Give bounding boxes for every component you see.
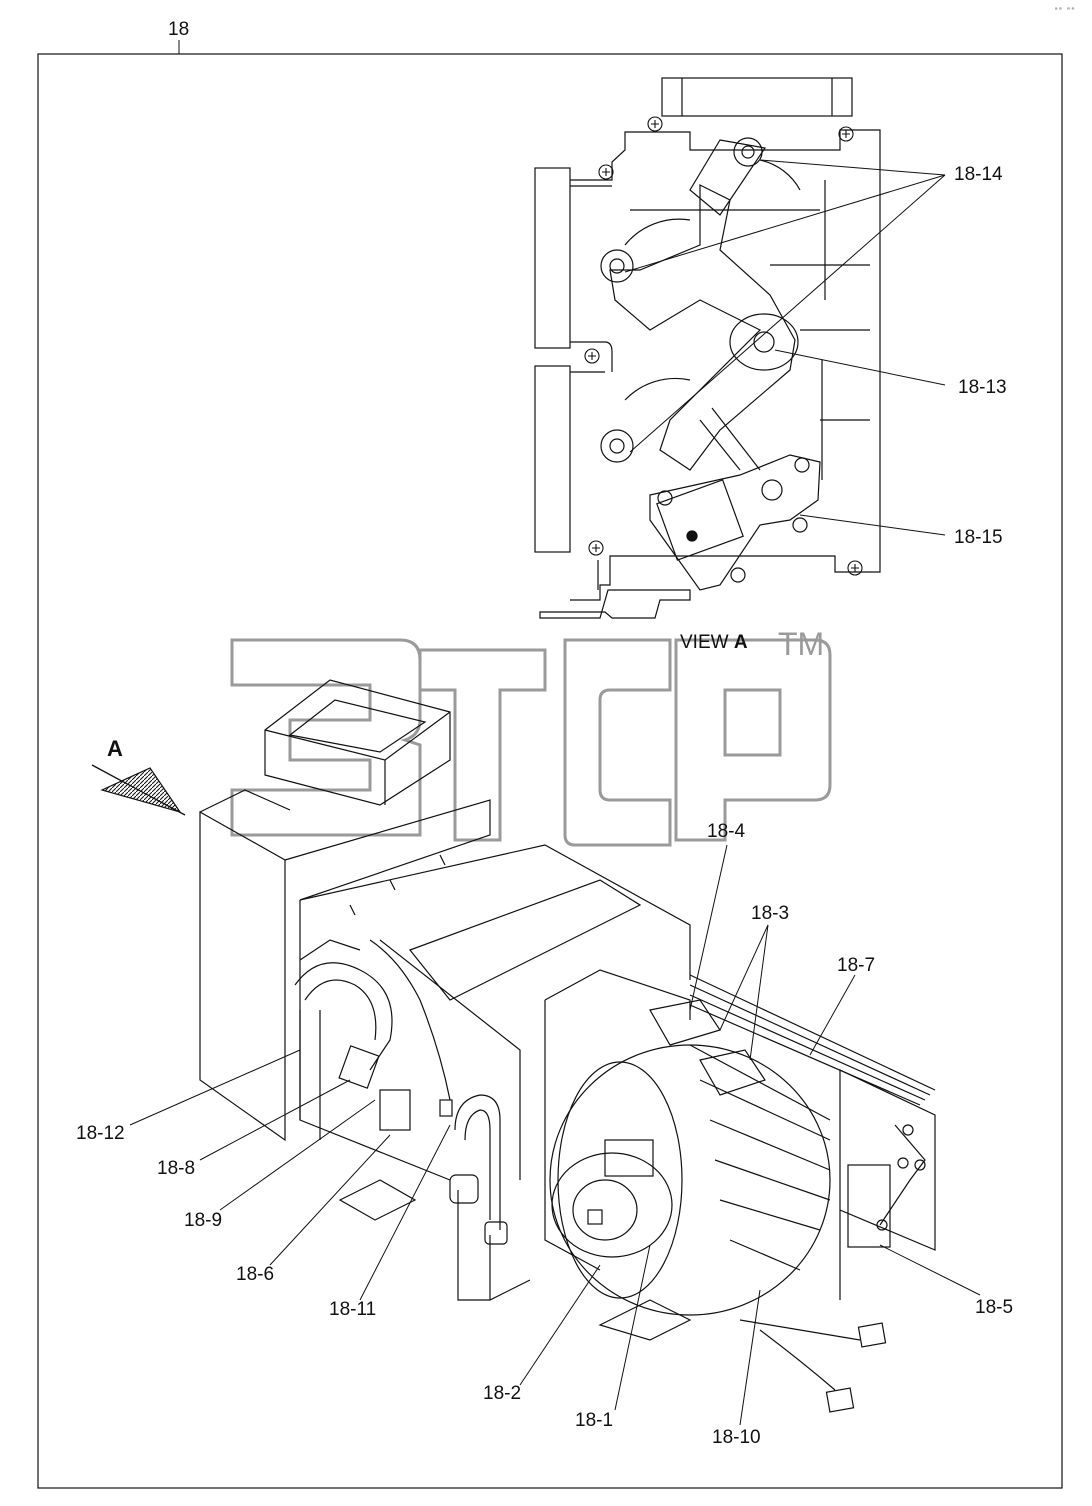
view-direction-arrow — [91, 764, 186, 816]
label-18-11: 18-11 — [329, 1299, 377, 1320]
label-18-7: 18-7 — [837, 955, 876, 976]
label-18-15: 18-15 — [954, 527, 1003, 548]
label-18-4: 18-4 — [707, 821, 746, 842]
view-a-prefix: VIEW — [680, 632, 734, 653]
leader-lines — [129, 159, 981, 1426]
drawing-frame — [37, 40, 1063, 1489]
label-18-6: 18-6 — [236, 1264, 275, 1285]
watermark-tm: TM — [778, 626, 825, 662]
label-18-9: 18-9 — [184, 1210, 223, 1231]
label-18-1: 18-1 — [575, 1410, 614, 1431]
label-18-14: 18-14 — [954, 164, 1003, 185]
label-18-2: 18-2 — [483, 1383, 522, 1404]
label-18-10: 18-10 — [712, 1427, 761, 1448]
label-18-8: 18-8 — [157, 1158, 196, 1179]
direction-arrow-letter: A — [107, 736, 123, 761]
view-a-letter: A — [733, 632, 748, 653]
watermark-logo — [230, 638, 832, 847]
main-assembly-drawing — [199, 679, 936, 1413]
view-a-drawing — [534, 77, 881, 619]
label-18-3: 18-3 — [751, 903, 790, 924]
label-18-13: 18-13 — [958, 377, 1007, 398]
corner-mark: ᵃᵐ ᵐᵐ — [1054, 6, 1076, 14]
label-18-12: 18-12 — [76, 1123, 125, 1144]
view-a-screws — [584, 116, 863, 576]
label-18-5: 18-5 — [975, 1297, 1014, 1318]
assembly-number: 18 — [168, 19, 190, 40]
view-a-label: VIEW A — [680, 633, 748, 652]
